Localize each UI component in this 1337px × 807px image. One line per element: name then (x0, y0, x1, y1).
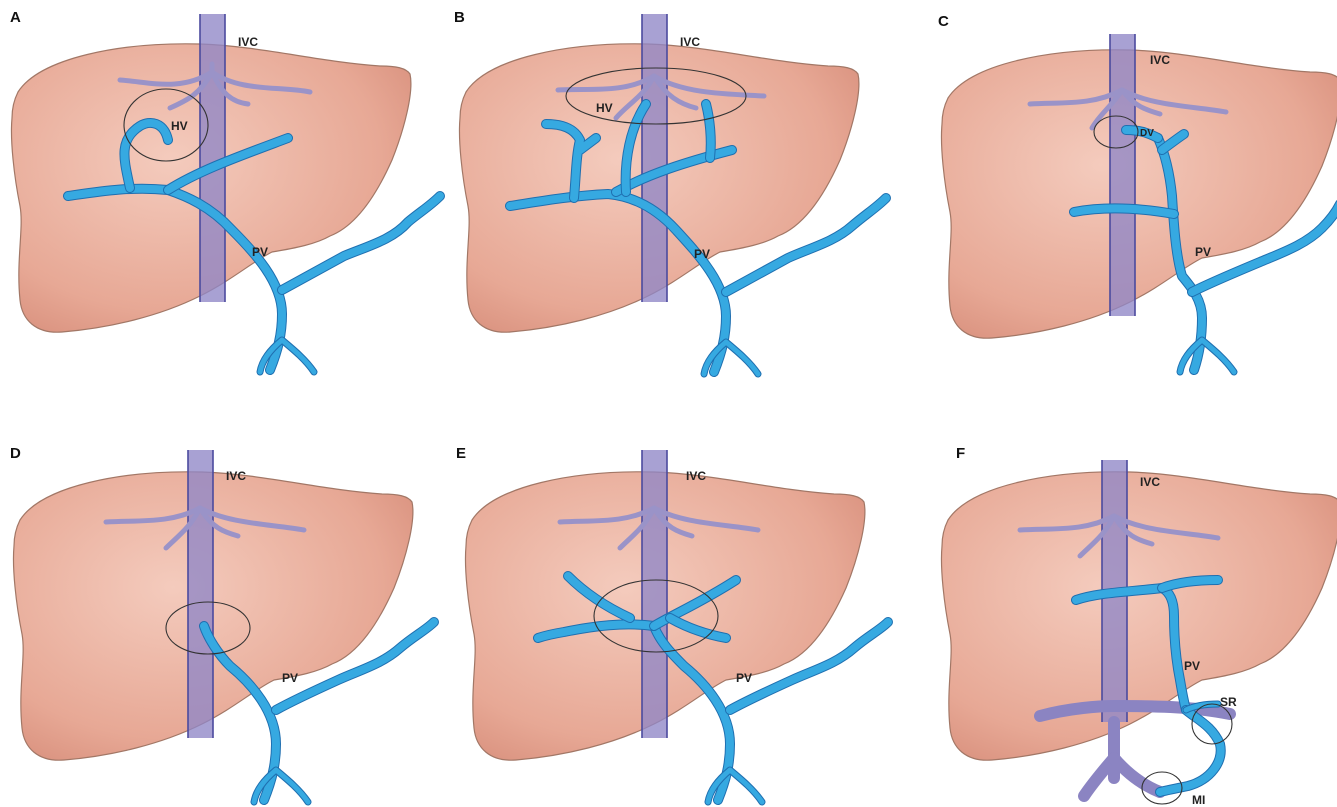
panel-letter-c: C (938, 13, 949, 30)
panel-letter-a: A (10, 9, 21, 26)
panel-f: F IVC PV SR (941, 445, 1337, 807)
pv-label-c: PV (1195, 245, 1211, 259)
panel-e: E IVC PV (456, 445, 888, 802)
ivc-label-f: IVC (1140, 475, 1160, 489)
panel-letter-f: F (956, 445, 965, 462)
pv-label-d: PV (282, 671, 298, 685)
pv-label-e: PV (736, 671, 752, 685)
ivc-vessel-b (642, 14, 667, 302)
ivc-vessel-c (1110, 34, 1135, 316)
panel-a: A IVC HV PV (10, 9, 440, 372)
liver-c (941, 50, 1337, 338)
panel-d: D IVC PV (10, 445, 434, 802)
pv-label-b: PV (694, 247, 710, 261)
hv-label-b: HV (596, 101, 613, 115)
dv-label-c: DV (1140, 128, 1154, 139)
liver-f (941, 472, 1337, 760)
ivc-label-d: IVC (226, 469, 246, 483)
panel-letter-d: D (10, 445, 21, 462)
ivc-vessel-e (642, 450, 667, 738)
ivc-label-b: IVC (680, 35, 700, 49)
ivc-label-a: IVC (238, 35, 258, 49)
mi-label-f: MI (1192, 793, 1205, 807)
pv-label-a: PV (252, 245, 268, 259)
ivc-label-c: IVC (1150, 53, 1170, 67)
sr-label-f: SR (1220, 695, 1237, 709)
panel-letter-e: E (456, 445, 466, 462)
pv-label-f: PV (1184, 659, 1200, 673)
hv-label-a: HV (171, 119, 188, 133)
panel-letter-b: B (454, 9, 465, 26)
panel-b: B IVC HV PV (454, 9, 886, 374)
ivc-vessel-d (188, 450, 213, 738)
ivc-vessel-a (200, 14, 225, 302)
panel-c: C IVC DV PV (938, 13, 1337, 372)
ivc-label-e: IVC (686, 469, 706, 483)
